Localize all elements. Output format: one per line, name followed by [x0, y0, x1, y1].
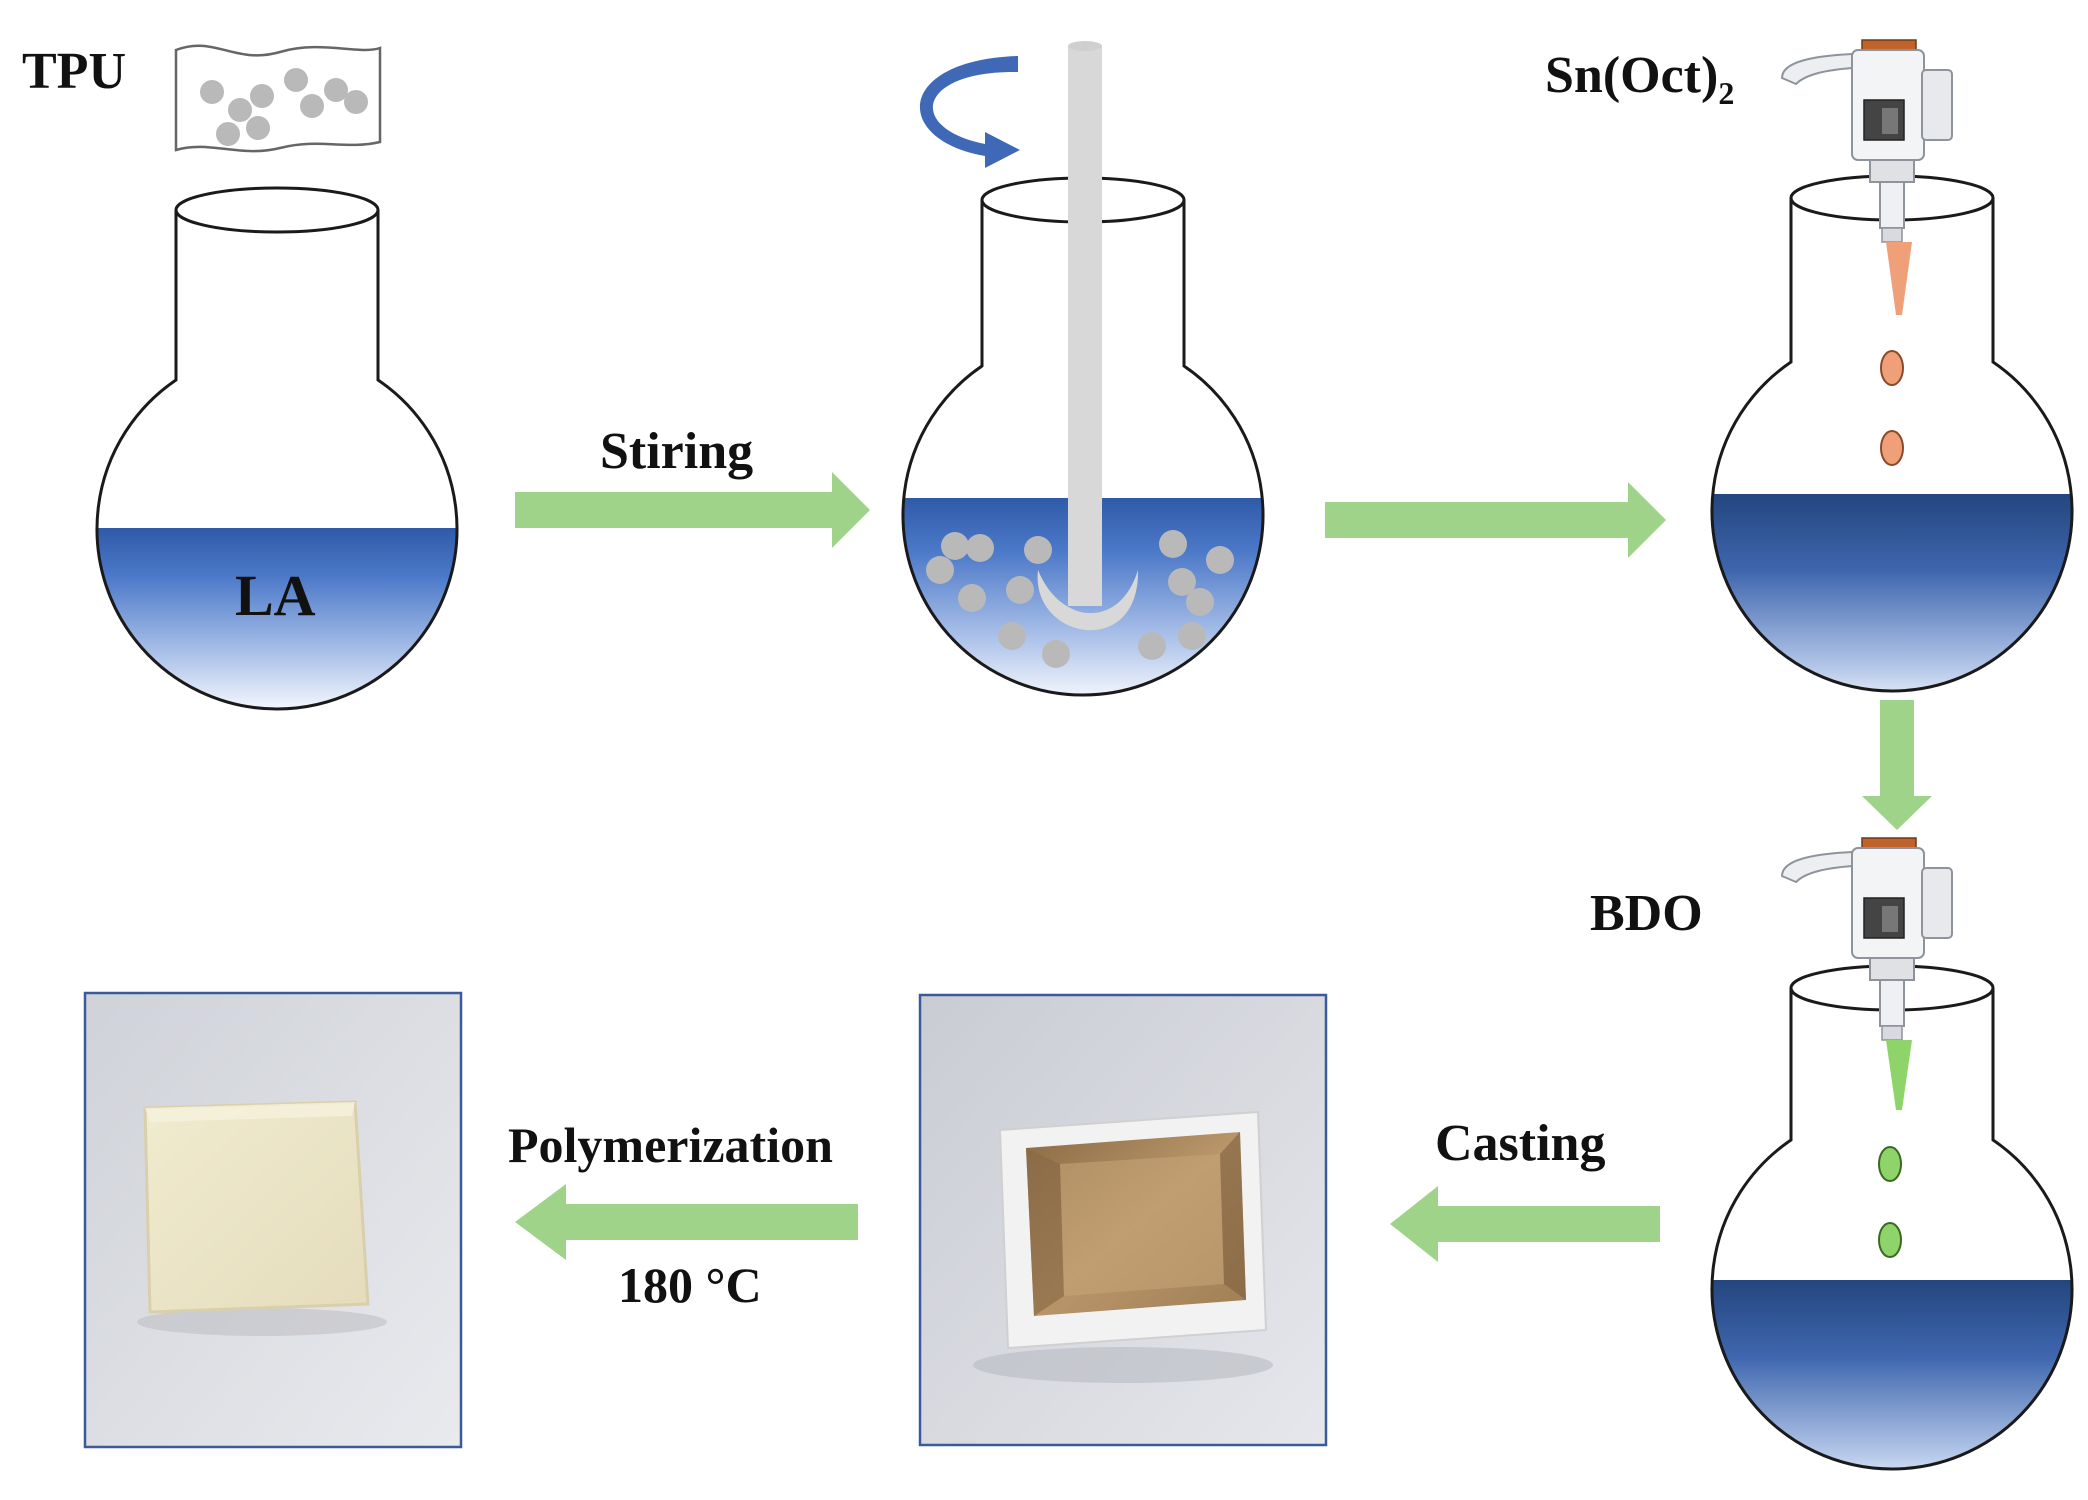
la-label: LA — [235, 563, 316, 628]
arrow-polymerization — [515, 1184, 858, 1260]
catalyst-label-subscript: 2 — [1718, 75, 1734, 111]
catalyst-label-base: Sn(Oct) — [1545, 47, 1718, 104]
mold-photo — [918, 993, 1328, 1447]
tpu-film — [174, 44, 382, 153]
catalyst-drop — [1880, 350, 1904, 386]
tpu-particles — [926, 530, 1234, 668]
tpu-label: TPU — [22, 43, 126, 100]
casting-label: Casting — [1435, 1115, 1605, 1172]
catalyst-liquid — [1712, 494, 2072, 690]
flask-la — [95, 186, 459, 711]
arrow-stirring — [515, 472, 870, 548]
bdo-drop — [1878, 1146, 1902, 1182]
polymerization-label: Polymerization — [508, 1117, 833, 1173]
product-photo — [83, 991, 463, 1449]
arrow-down — [1862, 700, 1932, 830]
temperature-label: 180 °C — [618, 1257, 762, 1313]
pipette-icon — [1781, 39, 1953, 315]
bdo-liquid — [1712, 1280, 2072, 1468]
bdo-drop — [1878, 1222, 1902, 1258]
pipette-icon — [1781, 837, 1953, 1110]
bdo-label: BDO — [1590, 885, 1703, 942]
catalyst-drop — [1880, 430, 1904, 466]
arrow-step2 — [1325, 482, 1666, 558]
arrow-casting — [1390, 1186, 1660, 1262]
rotation-arrow-icon — [919, 56, 1020, 168]
stirring-label: Stiring — [600, 423, 753, 480]
catalyst-label: Sn(Oct)2 — [1545, 47, 1734, 111]
stirrer-rod — [1037, 41, 1139, 631]
